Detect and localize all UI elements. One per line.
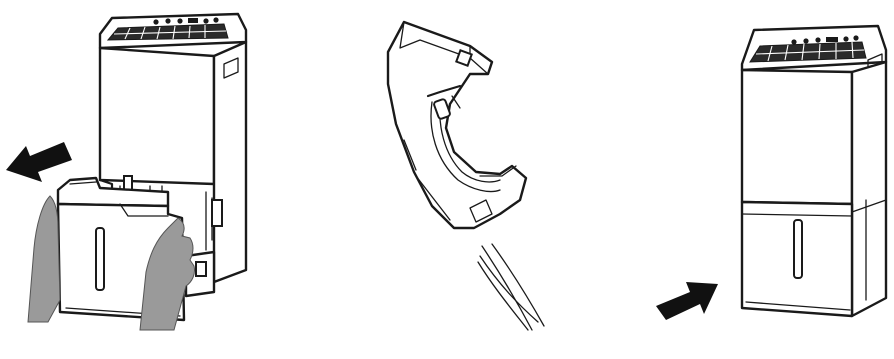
water-tank-2 <box>388 22 526 228</box>
water-stream <box>478 244 544 330</box>
pull-arrow-icon <box>6 142 72 182</box>
push-arrow-icon <box>656 282 718 320</box>
panel-empty-tank <box>388 22 544 330</box>
panel-remove-tank <box>6 14 246 330</box>
panel-reinsert-tank <box>656 26 886 320</box>
dehumidifier-unit-3 <box>742 26 886 316</box>
